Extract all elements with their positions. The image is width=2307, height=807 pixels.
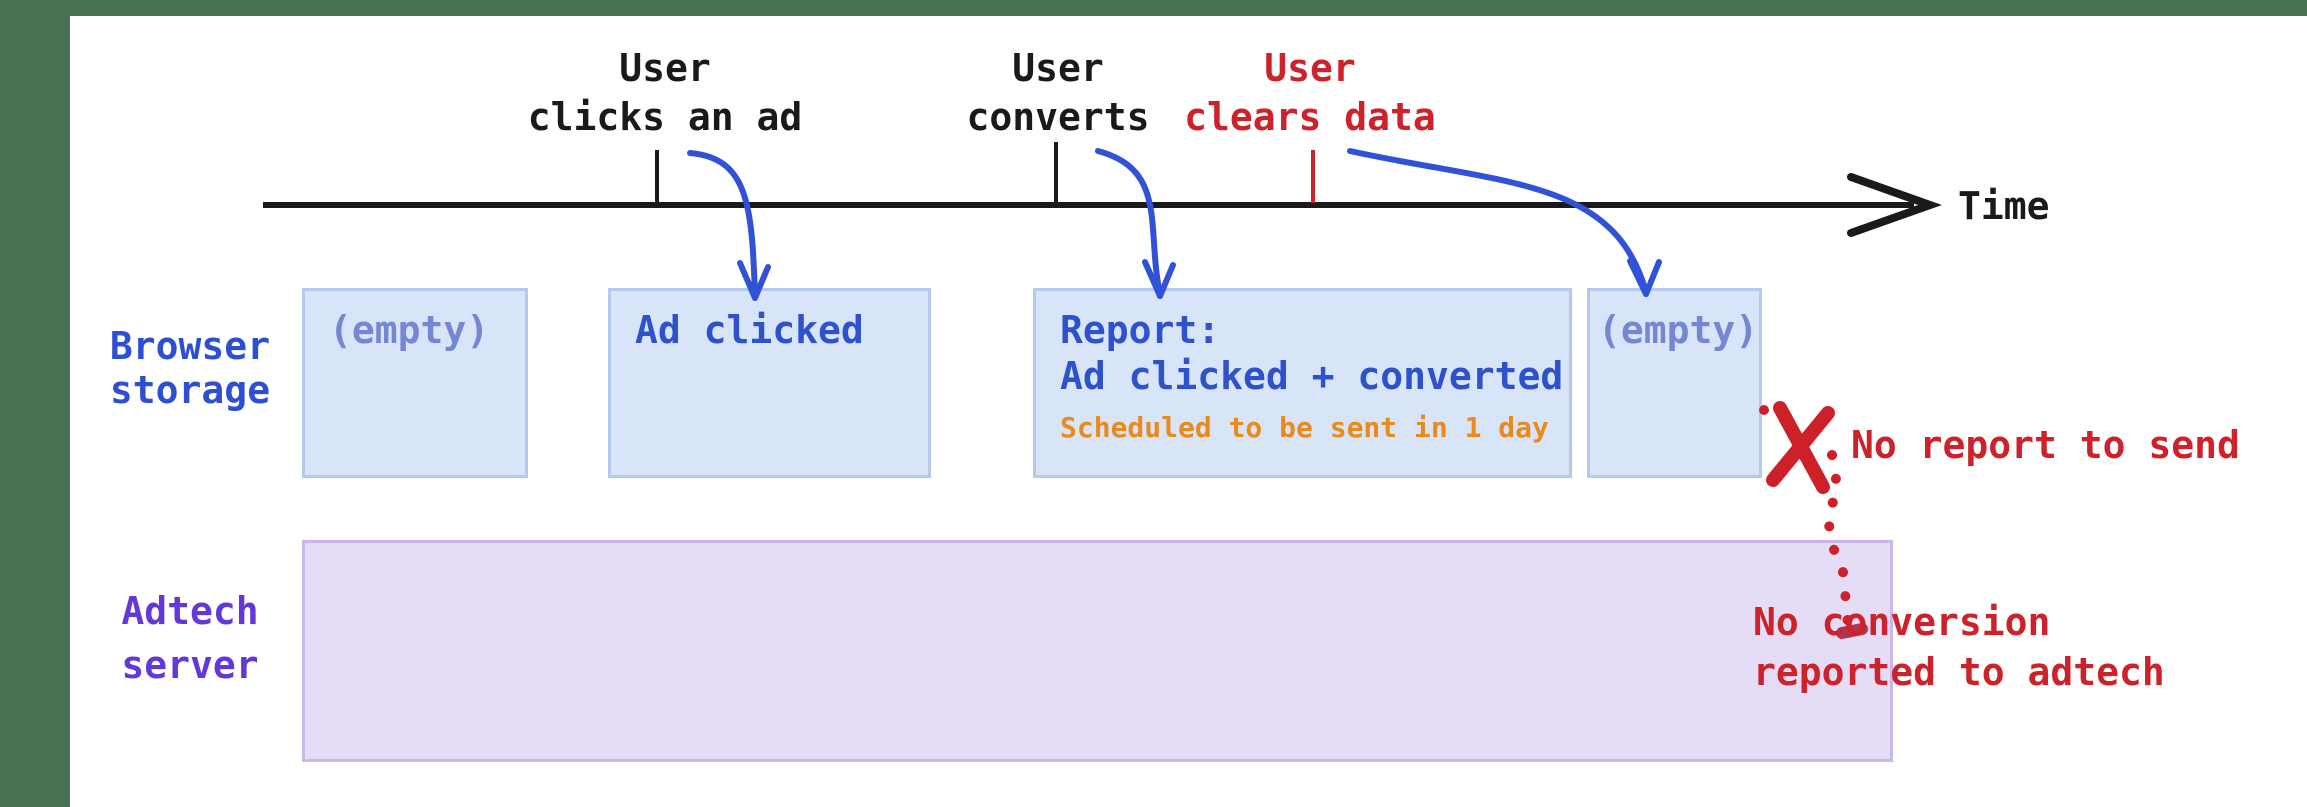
storage-box-report: Report: Ad clicked + converted Scheduled… — [1033, 288, 1572, 478]
event-label-user-converts: User converts — [913, 44, 1203, 142]
dotted-path-end-dash — [1836, 623, 1868, 639]
arrow-clear-to-empty-icon — [1347, 148, 1662, 297]
timeline-arrowhead-icon — [1847, 173, 1942, 237]
no-conversion-annotation: No conversion reported to adtech — [1753, 597, 2165, 697]
report-schedule-note: Scheduled to be sent in 1 day — [1060, 411, 1549, 444]
top-frame-bar — [0, 0, 2307, 16]
no-conversion-line: reported to adtech — [1753, 650, 2165, 694]
event-label-line: clicks an ad — [527, 95, 803, 139]
storage-box-text: Ad clicked — [635, 308, 864, 352]
dotted-missing-report-path — [1824, 450, 1855, 631]
event-label-line: User — [619, 46, 711, 90]
storage-box-empty-after: (empty) — [1587, 288, 1762, 478]
adtech-server-box — [302, 540, 1893, 762]
arrow-convert-to-report-icon — [1095, 148, 1176, 299]
event-label-line: converts — [966, 95, 1150, 139]
storage-box-text: Ad clicked + converted — [1060, 354, 1564, 398]
no-conversion-line: No conversion — [1753, 600, 2051, 644]
event-label-line: User — [1012, 46, 1104, 90]
browser-storage-row-label: Browser storage — [70, 324, 310, 412]
arrow-click-to-storage-icon — [687, 150, 771, 301]
no-report-annotation: No report to send — [1851, 423, 2240, 467]
row-label-line: storage — [109, 368, 271, 412]
storage-box-text: Report: — [1060, 308, 1221, 352]
storage-box-text: (empty) — [1598, 308, 1759, 352]
storage-box-ad-clicked: Ad clicked — [608, 288, 931, 478]
time-axis-label: Time — [1958, 184, 2050, 228]
row-label-line: Browser — [109, 324, 271, 368]
adtech-server-row-label: Adtech server — [70, 584, 310, 692]
event-label-user-clears-data: User clears data — [1165, 44, 1455, 142]
event-label-line: clears data — [1184, 95, 1436, 139]
event-label-line: User — [1264, 46, 1356, 90]
storage-box-text: (empty) — [329, 308, 490, 352]
storage-box-empty-before: (empty) — [302, 288, 528, 478]
event-label-user-clicks-ad: User clicks an ad — [520, 44, 810, 142]
left-frame-bar — [0, 0, 70, 807]
row-label-line: server — [121, 643, 259, 687]
row-label-line: Adtech — [121, 589, 259, 633]
x-mark-icon — [1759, 401, 1835, 494]
